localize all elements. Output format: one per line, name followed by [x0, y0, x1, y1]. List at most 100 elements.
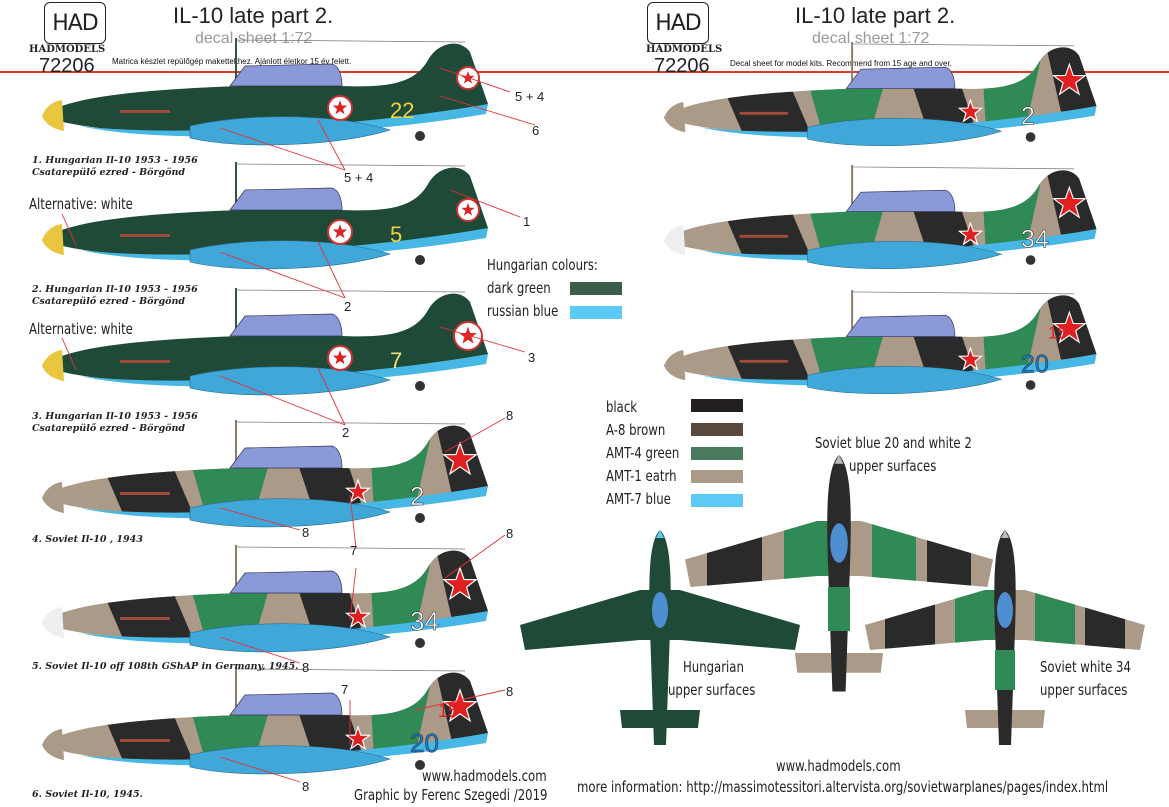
profile-caption: 5. Soviet Il-10 off 108th GShAP in Germa…: [32, 661, 299, 672]
aircraft-profile-2: 5: [42, 162, 488, 270]
callout-label: 8: [302, 660, 310, 675]
topview-label: Soviet white 34: [1040, 658, 1131, 676]
graphic-credit: Graphic by Ferenc Szegedi /2019: [354, 786, 548, 804]
aircraft-profile-3: 7: [42, 288, 488, 396]
topview-label: Hungarian: [683, 658, 744, 676]
header-divider: [0, 71, 1169, 73]
fuselage: [649, 530, 671, 745]
aircraft-number: 34: [1021, 225, 1049, 253]
swatch-amt1-earth: [691, 470, 743, 483]
canopy: [830, 523, 848, 563]
aircraft-number: 2: [410, 481, 424, 511]
brand-name: HADMODELS: [646, 44, 723, 55]
canopy: [229, 445, 343, 469]
swatch-russian-blue: [570, 306, 622, 319]
more-info-link[interactable]: more information: http://massimotessitor…: [577, 778, 1109, 796]
canopy: [229, 187, 343, 211]
spinner: [42, 100, 64, 131]
swatch-black: [691, 399, 743, 412]
spinner: [663, 225, 686, 256]
topview-label: upper surfaces: [1040, 681, 1128, 699]
topview-label: upper surfaces: [849, 457, 937, 475]
had-logo: HAD: [647, 2, 709, 44]
aircraft-profile-8: 34: [663, 165, 1097, 270]
aircraft-top-view-1: [520, 530, 800, 745]
swatch-dark-green: [570, 282, 622, 295]
callout-label: 8: [302, 779, 310, 794]
svg-text:15: 15: [1048, 322, 1067, 342]
callout-label: 2: [344, 299, 352, 314]
topview-label: upper surfaces: [668, 681, 756, 699]
callout-label: 8: [506, 526, 514, 541]
spinner: [42, 224, 64, 255]
fuselage: [994, 530, 1016, 745]
aircraft-profile-5: 34: [42, 545, 488, 653]
sheet-subtitle: decal sheet 1:72: [195, 30, 313, 47]
legend-label: black: [606, 398, 638, 416]
aircraft-number: 20: [1021, 350, 1049, 378]
sheet-title: IL-10 late part 2.: [795, 3, 956, 28]
aircraft-number: 20: [410, 728, 439, 758]
profile-caption: 4. Soviet Il-10 , 1943: [32, 534, 143, 545]
website-link[interactable]: www.hadmodels.com: [422, 767, 547, 785]
aircraft-top-view-2: [685, 455, 993, 692]
legend-label: AMT-1 eatrh: [606, 467, 677, 485]
alternative-note: Alternative: white: [29, 195, 133, 213]
canopy: [845, 314, 956, 337]
alternative-note: Alternative: white: [29, 320, 133, 338]
legend-label: A-8 brown: [606, 421, 666, 439]
swatch-amt4-green: [691, 447, 743, 460]
aircraft-profile-9: 20 15: [663, 290, 1097, 395]
callout-label: 1: [523, 214, 531, 229]
aircraft-number: 5: [390, 222, 402, 247]
spinner: [42, 729, 64, 760]
callout-label: 6: [532, 123, 540, 138]
aircraft-profile-6: 20 15: [42, 667, 488, 775]
callout-label: 7: [341, 682, 349, 697]
website-link[interactable]: www.hadmodels.com: [776, 757, 901, 775]
canopy: [229, 313, 343, 337]
canopy: [229, 692, 343, 716]
callout-label: 2: [342, 425, 350, 440]
legend-label: dark green: [487, 279, 551, 297]
profile-caption: 6. Soviet Il-10, 1945.: [32, 789, 143, 800]
canopy: [845, 66, 956, 89]
spinner: [663, 102, 686, 133]
canopy: [229, 63, 343, 87]
age-note: Matrica készlet repülőgép makettekhez. A…: [112, 57, 352, 66]
sheet-subtitle: decal sheet 1:72: [812, 30, 930, 47]
sheet-title: IL-10 late part 2.: [173, 3, 334, 28]
swatch-amt7-blue: [691, 494, 743, 507]
legend-label: russian blue: [487, 302, 559, 320]
callout-label: 5 + 4: [515, 89, 545, 104]
aircraft-profile-4: 2: [42, 420, 488, 528]
callout-label: 8: [506, 408, 514, 423]
spinner: [663, 350, 686, 381]
aircraft-number: 2: [1021, 102, 1035, 130]
callout-label: 8: [506, 684, 514, 699]
aircraft-number: 7: [390, 348, 402, 373]
brand-name: HADMODELS: [29, 44, 106, 55]
legend-label: AMT-4 green: [606, 444, 680, 462]
spinner: [42, 607, 64, 638]
aircraft-profile-7: 2: [663, 42, 1097, 147]
spinner: [42, 482, 64, 513]
callout-label: 5 + 4: [344, 170, 374, 185]
topview-label: Soviet blue 20 and white 2: [815, 434, 972, 452]
canopy: [652, 592, 668, 628]
aircraft-number: 34: [410, 606, 439, 636]
callout-label: 8: [302, 525, 310, 540]
age-note: Decal sheet for model kits. Recommend fr…: [730, 59, 952, 68]
aircraft-number: 22: [390, 98, 414, 123]
legend-label: AMT-7 blue: [606, 490, 671, 508]
svg-text:15: 15: [438, 701, 458, 721]
canopy: [229, 570, 343, 594]
swatch-a8-brown: [691, 423, 743, 436]
had-logo: HAD: [44, 2, 106, 44]
callout-label: 3: [528, 350, 536, 365]
canopy: [997, 592, 1013, 628]
